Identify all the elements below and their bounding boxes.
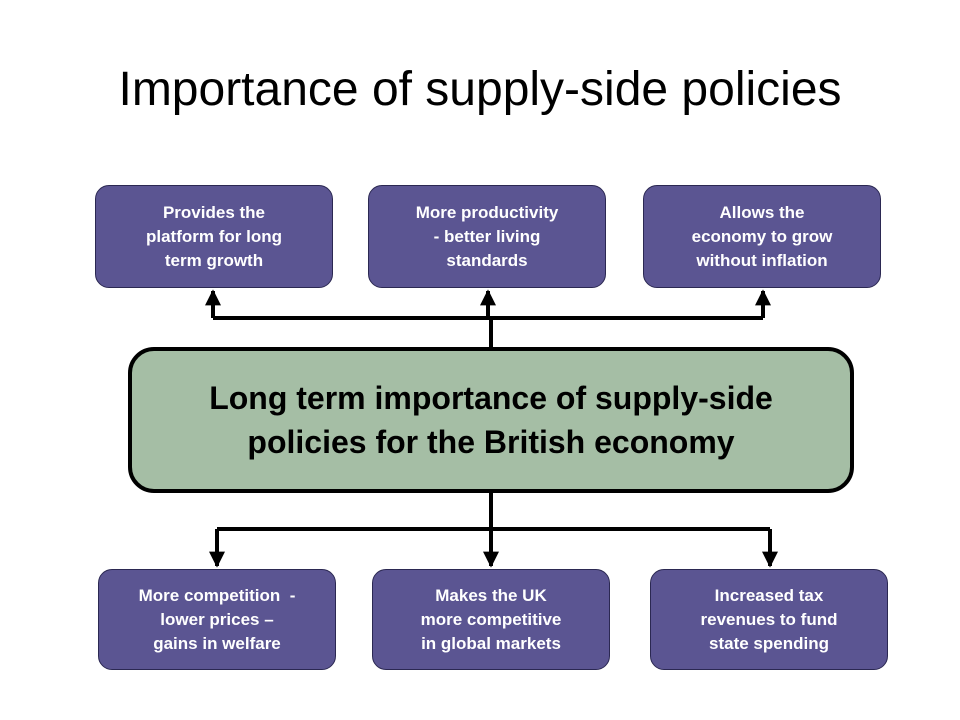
- box-line: more competitive: [420, 609, 562, 629]
- center-line-1: Long term importance of supply-side: [209, 380, 773, 416]
- box-line: economy to grow: [691, 226, 833, 246]
- slide-title: Importance of supply-side policies: [118, 63, 842, 116]
- box-line: in global markets: [421, 633, 561, 653]
- box-line: lower prices –: [160, 609, 274, 629]
- box-platform-growth: Provides the platform for long term grow…: [95, 185, 333, 288]
- box-line: More productivity: [415, 202, 559, 222]
- box-grow-without-inflation: Allows the economy to grow without infla…: [643, 185, 881, 288]
- box-line: revenues to fund: [700, 609, 838, 629]
- box-line: state spending: [709, 633, 829, 653]
- center-concept-box: Long term importance of supply-side poli…: [128, 347, 854, 493]
- box-line: platform for long: [146, 226, 282, 246]
- box-uk-competitive: Makes the UK more competitive in global …: [372, 569, 610, 670]
- box-line: without inflation: [696, 250, 828, 270]
- box-line: standards: [446, 250, 528, 270]
- box-line: Provides the: [162, 202, 266, 222]
- box-line: term growth: [164, 250, 264, 270]
- box-tax-revenues: Increased tax revenues to fund state spe…: [650, 569, 888, 670]
- box-line: Allows the: [719, 202, 805, 222]
- box-line: gains in welfare: [153, 633, 281, 653]
- center-line-2: policies for the British economy: [247, 424, 735, 460]
- box-line: Increased tax: [714, 585, 824, 605]
- box-competition-welfare: More competition - lower prices – gains …: [98, 569, 336, 670]
- box-line: - better living: [433, 226, 541, 246]
- box-productivity: More productivity - better living standa…: [368, 185, 606, 288]
- box-line: Makes the UK: [435, 585, 547, 605]
- box-line: More competition -: [138, 585, 296, 605]
